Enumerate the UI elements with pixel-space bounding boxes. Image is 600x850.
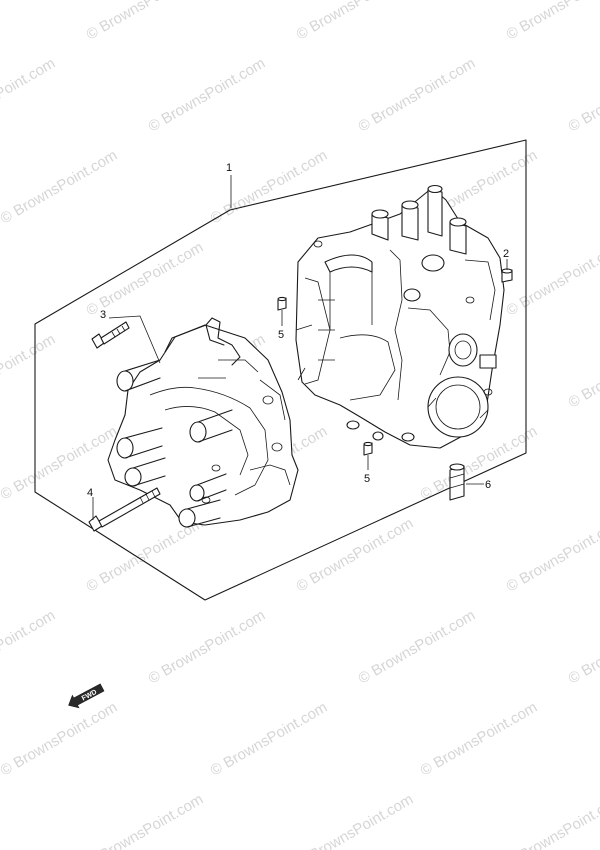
long-bolt-part <box>88 487 161 532</box>
watermark-text: © BrownsPoint.com <box>0 55 58 136</box>
watermark-text: © BrownsPoint.com <box>84 0 207 43</box>
watermark-text: © BrownsPoint.com <box>566 55 600 136</box>
watermark-text: © BrownsPoint.com <box>146 607 269 688</box>
fitting-part <box>449 463 465 501</box>
watermark-text: © BrownsPoint.com <box>0 699 120 780</box>
fwd-label: FWD <box>81 689 98 703</box>
watermark-text: © BrownsPoint.com <box>356 55 479 136</box>
watermark-text: © BrownsPoint.com <box>356 607 479 688</box>
dowel-pin-part <box>501 268 513 283</box>
watermark-text: © BrownsPoint.com <box>84 239 207 320</box>
pin-upper-part <box>277 296 287 311</box>
callout-4: 4 <box>87 487 93 499</box>
watermark-text: © BrownsPoint.com <box>0 423 120 504</box>
watermark-text: © BrownsPoint.com <box>294 0 417 43</box>
pin-lower-part <box>363 441 373 456</box>
watermark-text: © BrownsPoint.com <box>146 55 269 136</box>
callout-5-upper: 5 <box>278 329 284 341</box>
callout-2: 2 <box>503 248 509 260</box>
callout-3: 3 <box>100 309 106 321</box>
watermark-text: © BrownsPoint.com <box>504 791 600 850</box>
watermark-text: © BrownsPoint.com <box>208 147 331 228</box>
assembly-boundary <box>34 139 527 601</box>
watermark-text: © BrownsPoint.com <box>566 607 600 688</box>
watermark-text: © BrownsPoint.com <box>418 699 541 780</box>
watermark-text: © BrownsPoint.com <box>84 791 207 850</box>
callout-1: 1 <box>226 162 232 174</box>
crankcase-cover-left <box>107 317 299 528</box>
watermark-text: © BrownsPoint.com <box>294 791 417 850</box>
callout-6: 6 <box>485 479 491 491</box>
watermark-text: © BrownsPoint.com <box>208 699 331 780</box>
watermark-text: © BrownsPoint.com <box>566 331 600 412</box>
watermark-text: © BrownsPoint.com <box>504 515 600 596</box>
watermark-text: © BrownsPoint.com <box>294 515 417 596</box>
fwd-arrow-icon: FWD <box>68 683 105 709</box>
watermark-text: © BrownsPoint.com <box>0 607 58 688</box>
crankcase-body-right <box>295 184 505 449</box>
short-bolt-part <box>91 321 130 349</box>
watermark-text: © BrownsPoint.com <box>504 0 600 43</box>
callout-5-lower: 5 <box>364 473 370 485</box>
watermark-text: © BrownsPoint.com <box>504 239 600 320</box>
watermark-text: © BrownsPoint.com <box>0 147 120 228</box>
watermark-text: © BrownsPoint.com <box>0 331 58 412</box>
